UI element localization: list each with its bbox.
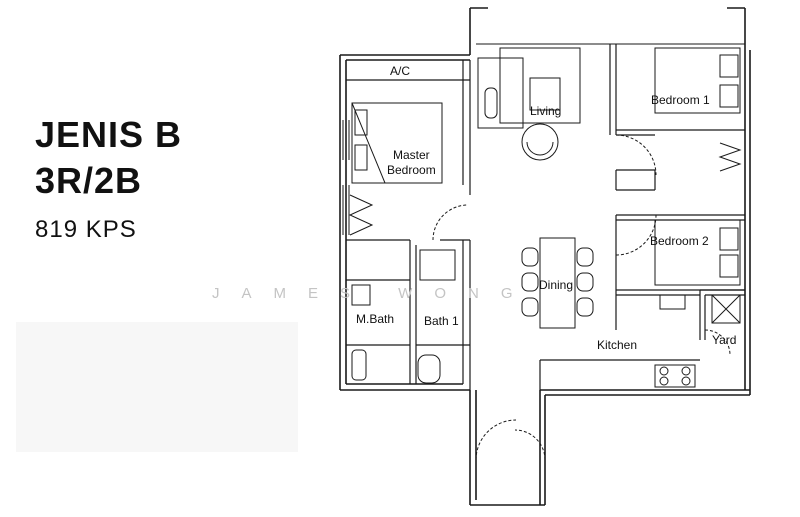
unit-layout-title: 3R/2B [35, 160, 143, 201]
room-label-master-1: Master [393, 148, 430, 162]
room-label-bath1: Bath 1 [424, 314, 459, 328]
watermark: JAMES WONG [212, 285, 535, 302]
room-label-m-bath: M.Bath [356, 312, 395, 326]
background-panel [16, 322, 298, 452]
outer-walls [339, 7, 751, 506]
room-label-ac: A/C [390, 64, 411, 78]
room-label-master-2: Bedroom [387, 163, 436, 177]
unit-type-title: JENIS B [35, 114, 183, 155]
room-label-kitchen: Kitchen [597, 338, 638, 352]
room-label-yard: Yard [712, 333, 737, 347]
room-label-bedroom2: Bedroom 2 [650, 234, 709, 248]
room-label-living: Living [530, 104, 562, 118]
room-label-bedroom1: Bedroom 1 [651, 93, 710, 107]
unit-size-label: 819 KPS [35, 216, 137, 243]
furniture [348, 47, 742, 388]
windows [342, 80, 751, 391]
room-label-dining: Dining [539, 278, 574, 292]
